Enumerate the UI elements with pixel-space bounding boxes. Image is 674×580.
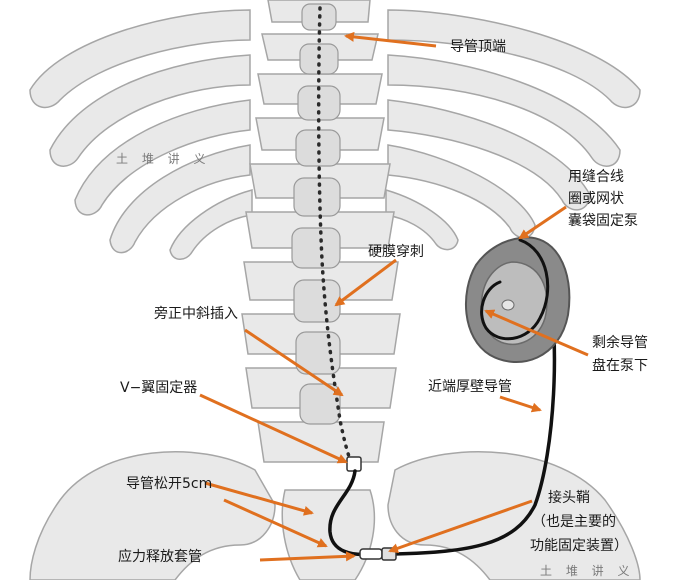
label-dural-puncture: 硬膜穿刺 xyxy=(368,244,424,260)
spinous-processes xyxy=(291,3,341,425)
label-proximal-catheter: 近端厚壁导管 xyxy=(428,379,512,395)
ribs-left xyxy=(29,9,253,260)
label-connector-line1: 接头鞘 xyxy=(548,490,590,506)
annotation-arrows xyxy=(199,31,589,562)
strain-relief-sleeve xyxy=(359,548,383,560)
label-catheter-slack: 导管松开5cm xyxy=(126,476,213,492)
excess-catheter-coil xyxy=(480,238,550,341)
v-wing-anchor xyxy=(346,456,362,472)
label-suture-fix-line2: 圈或网状 xyxy=(568,191,624,207)
label-excess-catheter-line2: 盘在泵下 xyxy=(592,358,648,374)
label-suture-fix-line3: 囊袋固定泵 xyxy=(568,213,638,229)
label-connector-line2: （也是主要的 xyxy=(532,514,616,530)
watermark-bottom: 土 堆 讲 义 xyxy=(540,564,635,578)
label-paramedian-insertion: 旁正中斜插入 xyxy=(154,306,238,322)
label-catheter-tip: 导管顶端 xyxy=(450,39,506,55)
ribs-right xyxy=(385,9,641,251)
watermark-top: 土 堆 讲 义 xyxy=(116,152,211,166)
label-suture-fix-line1: 用缝合线 xyxy=(568,169,624,185)
label-strain-relief: 应力释放套管 xyxy=(118,549,202,565)
pump xyxy=(465,236,571,364)
intrathecal-catheter xyxy=(316,6,354,467)
label-connector-line3: 功能固定装置） xyxy=(530,538,628,554)
label-excess-catheter-line1: 剩余导管 xyxy=(592,335,648,351)
label-v-wing-anchor: V−翼固定器 xyxy=(120,380,198,396)
